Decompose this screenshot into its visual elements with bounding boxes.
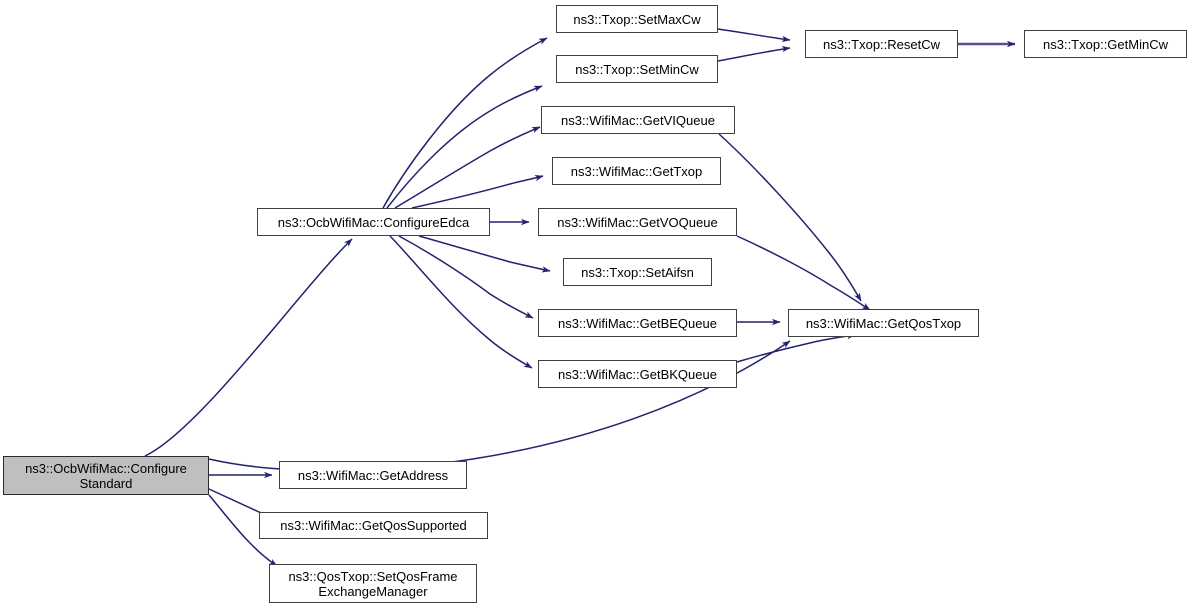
- graph-node-label: ns3::WifiMac::GetQosSupported: [280, 518, 467, 533]
- graph-node-label: ns3::Txop::SetMaxCw: [573, 11, 701, 27]
- graph-node-get-qos-supported[interactable]: ns3::WifiMac::GetQosSupported: [259, 512, 488, 539]
- graph-node-label: ns3::WifiMac::GetAddress: [297, 467, 449, 483]
- graph-node-label: ns3::OcbWifiMac::ConfigureEdca: [277, 214, 470, 230]
- graph-node-get-min-cw[interactable]: ns3::Txop::GetMinCw: [1024, 30, 1187, 58]
- graph-node-get-qos-txop[interactable]: ns3::WifiMac::GetQosTxop: [788, 309, 979, 337]
- graph-edge: [208, 340, 791, 472]
- graph-node-label: ns3::QosTxop::SetQosFrame ExchangeManage…: [288, 568, 458, 599]
- graph-edge: [717, 28, 791, 43]
- graph-edge: [208, 494, 278, 567]
- graph-node-set-qos-frame-exchange-manager[interactable]: ns3::QosTxop::SetQosFrame ExchangeManage…: [269, 564, 477, 603]
- graph-node-label: ns3::Txop::SetAifsn: [581, 264, 694, 280]
- graph-node-configure-standard[interactable]: ns3::OcbWifiMac::Configure Standard: [3, 456, 209, 495]
- graph-node-configure-edca[interactable]: ns3::OcbWifiMac::ConfigureEdca: [257, 208, 490, 236]
- graph-node-label: ns3::Txop::ResetCw: [822, 36, 941, 52]
- graph-node-label: ns3::WifiMac::GetVIQueue: [561, 112, 715, 128]
- graph-edge: [717, 45, 791, 62]
- graph-node-reset-cw[interactable]: ns3::Txop::ResetCw: [805, 30, 958, 58]
- graph-edge: [144, 238, 353, 457]
- graph-edge: [736, 235, 871, 311]
- graph-node-label: ns3::WifiMac::GetBKQueue: [558, 366, 717, 382]
- graph-edge: [382, 37, 548, 209]
- graph-edge: [418, 235, 551, 273]
- graph-node-get-address[interactable]: ns3::WifiMac::GetAddress: [279, 461, 467, 489]
- graph-node-label: ns3::WifiMac::GetBEQueue: [558, 315, 717, 331]
- graph-node-get-bk-queue[interactable]: ns3::WifiMac::GetBKQueue: [538, 360, 737, 388]
- graph-edge: [736, 332, 856, 363]
- graph-node-label: ns3::OcbWifiMac::Configure Standard: [25, 460, 187, 491]
- graph-edge: [389, 235, 533, 369]
- graph-node-get-be-queue[interactable]: ns3::WifiMac::GetBEQueue: [538, 309, 737, 337]
- graph-node-label: ns3::Txop::SetMinCw: [575, 61, 699, 77]
- graph-node-get-txop[interactable]: ns3::WifiMac::GetTxop: [552, 157, 721, 185]
- graph-edge: [386, 85, 543, 209]
- graph-node-get-vo-queue[interactable]: ns3::WifiMac::GetVOQueue: [538, 208, 737, 236]
- graph-edge: [394, 126, 541, 209]
- graph-node-get-vi-queue[interactable]: ns3::WifiMac::GetVIQueue: [541, 106, 735, 134]
- graph-node-label: ns3::WifiMac::GetVOQueue: [557, 214, 718, 230]
- graph-edge: [398, 235, 534, 319]
- graph-node-label: ns3::Txop::GetMinCw: [1043, 36, 1168, 52]
- graph-node-set-min-cw[interactable]: ns3::Txop::SetMinCw: [556, 55, 718, 83]
- graph-node-label: ns3::WifiMac::GetTxop: [570, 163, 703, 179]
- graph-edge: [411, 175, 544, 209]
- graph-node-label: ns3::WifiMac::GetQosTxop: [805, 315, 962, 331]
- graph-node-set-max-cw[interactable]: ns3::Txop::SetMaxCw: [556, 5, 718, 33]
- graph-edge: [718, 133, 862, 302]
- graph-node-set-aifsn[interactable]: ns3::Txop::SetAifsn: [563, 258, 712, 286]
